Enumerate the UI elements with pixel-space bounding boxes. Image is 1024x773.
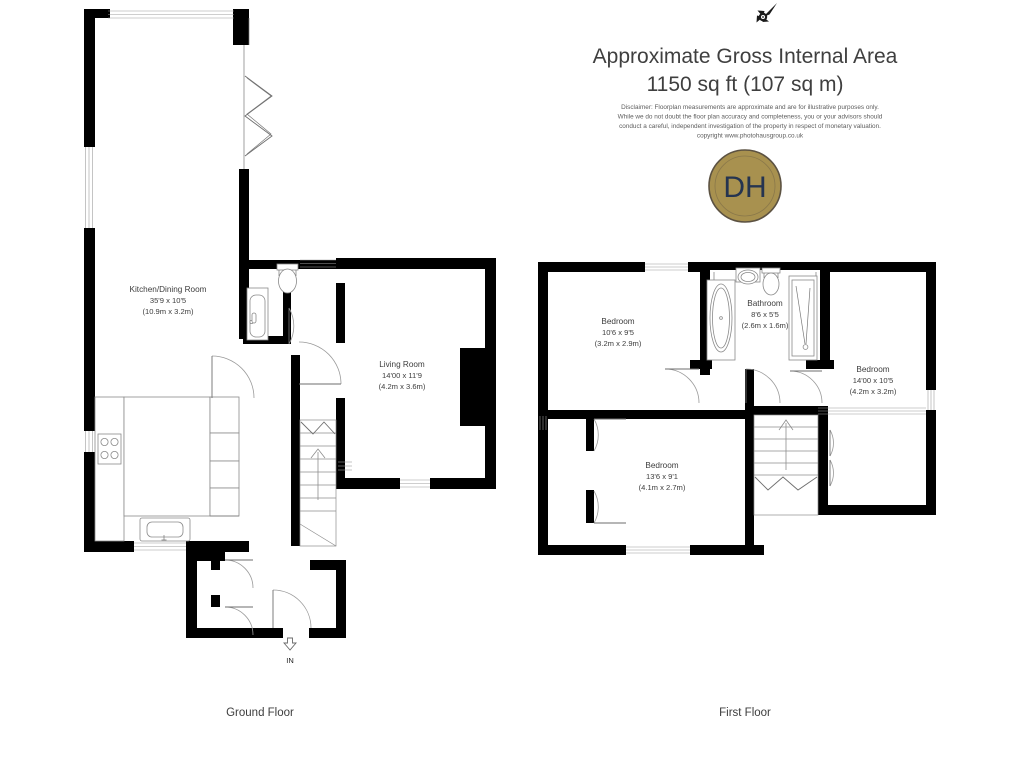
first-floor-plan: Bedroom 10'6 x 9'5 (3.2m x 2.9m) Bathroo… xyxy=(538,262,936,719)
room-name: Kitchen/Dining Room xyxy=(130,285,207,294)
room-dim-imperial: 10'6 x 9'5 xyxy=(602,328,634,337)
gross-area-text: 1150 sq ft (107 sq m) xyxy=(647,73,844,96)
room-dim-imperial: 14'00 x 10'5 xyxy=(853,376,893,385)
ground-bathroom-fixtures xyxy=(246,263,299,341)
room-dim-metric: (4.2m x 3.6m) xyxy=(379,382,426,391)
disclaimer-line: While we do not doubt the floor plan acc… xyxy=(618,114,883,121)
entry-in-marker: IN xyxy=(283,637,297,665)
floor-label-first: First Floor xyxy=(719,707,771,719)
first-door-swings xyxy=(593,368,834,524)
room-name: Bathroom xyxy=(747,299,783,308)
room-dim-metric: (2.6m x 1.6m) xyxy=(742,321,789,330)
room-dim-imperial: 8'6 x 5'5 xyxy=(751,310,779,319)
header-block: Approximate Gross Internal Area 1150 sq … xyxy=(593,45,898,140)
room-name: Living Room xyxy=(379,360,425,369)
ground-floor-walls xyxy=(84,9,496,638)
room-label-bedroom-3: Bedroom 13'6 x 9'1 (4.1m x 2.7m) xyxy=(639,461,686,492)
disclaimer-line: Disclaimer: Floorplan measurements are a… xyxy=(621,104,879,111)
bifold-doors-icon xyxy=(244,75,273,157)
ground-door-swings xyxy=(211,307,342,636)
room-dim-imperial: 14'00 x 11'9 xyxy=(382,371,422,380)
room-name: Bedroom xyxy=(601,317,634,326)
dh-logo: DH xyxy=(708,149,782,223)
room-dim-imperial: 35'9 x 10'5 xyxy=(150,296,186,305)
room-label-bedroom-2: Bedroom 14'00 x 10'5 (4.2m x 3.2m) xyxy=(850,365,897,396)
kitchen-fittings xyxy=(94,396,240,542)
north-arrow-icon xyxy=(756,3,777,23)
room-name: Bedroom xyxy=(645,461,678,470)
room-label-living-room: Living Room 14'00 x 11'9 (4.2m x 3.6m) xyxy=(379,360,426,391)
ground-floor-windows xyxy=(85,10,430,551)
first-bathroom-fixtures xyxy=(706,267,818,361)
first-floor-walls xyxy=(538,262,936,555)
room-label-bathroom: Bathroom 8'6 x 5'5 (2.6m x 1.6m) xyxy=(742,299,789,330)
in-label: IN xyxy=(286,656,294,665)
room-label-bedroom-1: Bedroom 10'6 x 9'5 (3.2m x 2.9m) xyxy=(595,317,642,348)
first-staircase xyxy=(753,414,819,516)
disclaimer-line: conduct a careful, independent investiga… xyxy=(619,123,881,130)
ground-staircase xyxy=(299,419,337,547)
page-title: Approximate Gross Internal Area xyxy=(593,45,898,68)
room-dim-metric: (3.2m x 2.9m) xyxy=(595,339,642,348)
logo-initials: DH xyxy=(723,171,766,204)
disclaimer-line: copyright www.photohausgroup.co.uk xyxy=(697,133,804,140)
room-dim-imperial: 13'6 x 9'1 xyxy=(646,472,678,481)
room-dim-metric: (4.2m x 3.2m) xyxy=(850,387,897,396)
room-name: Bedroom xyxy=(856,365,889,374)
room-label-kitchen-dining: Kitchen/Dining Room 35'9 x 10'5 (10.9m x… xyxy=(130,285,207,316)
room-dim-metric: (10.9m x 3.2m) xyxy=(142,307,194,316)
floor-label-ground: Ground Floor xyxy=(226,707,294,719)
disclaimer: Disclaimer: Floorplan measurements are a… xyxy=(618,104,883,140)
ground-floor-plan: IN Kitchen/Dining Room 35'9 x 10'5 (10.9… xyxy=(84,9,496,719)
room-dim-metric: (4.1m x 2.7m) xyxy=(639,483,686,492)
